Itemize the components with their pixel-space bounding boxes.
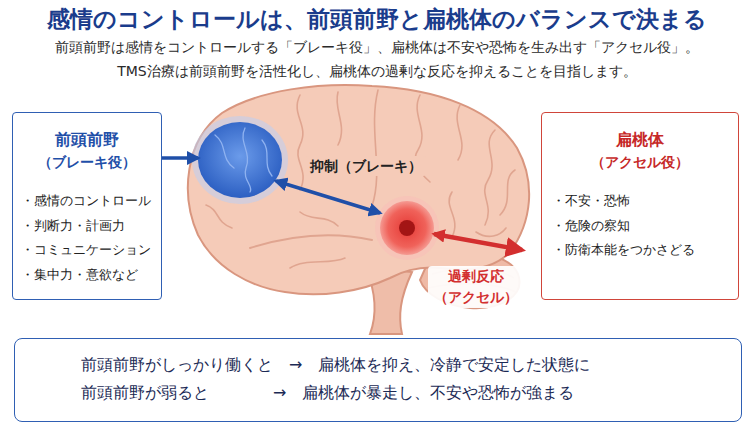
overreaction-arrow bbox=[434, 234, 522, 250]
bullet-item: ・防衛本能をつかさどる bbox=[552, 238, 728, 263]
inhibition-arrow bbox=[276, 181, 380, 213]
box-heading: 扁桃体 bbox=[552, 129, 728, 151]
subtitle-line: TMS治療は前頭前野を活性化し、扁桃体の過剰な反応を抑えることを目指します。 bbox=[0, 60, 754, 82]
gyrus-line bbox=[337, 92, 342, 145]
gyrus-line bbox=[485, 130, 495, 225]
bullet-item: ・判断力・計画力 bbox=[21, 214, 153, 239]
gyrus-line bbox=[457, 105, 462, 160]
prefrontal-halo bbox=[192, 116, 288, 204]
bullet-item: ・コミュニケーション bbox=[21, 238, 153, 263]
prefrontal-cortex-region bbox=[198, 122, 282, 198]
gyrus-line bbox=[476, 228, 506, 236]
amygdala-halo bbox=[375, 196, 439, 260]
gyrus-line bbox=[500, 170, 515, 215]
summary-line: 前頭前野がしっかり働くと → 扁桃体を抑え、冷静で安定した状態に bbox=[81, 351, 731, 379]
bullet-item: ・不安・恐怖 bbox=[552, 189, 728, 214]
gyrus-line bbox=[262, 140, 272, 176]
summary-line: 前頭前野が弱ると → 扁桃体が暴走し、不安や恐怖が強まる bbox=[81, 379, 731, 407]
lateral-fissure bbox=[250, 235, 372, 248]
box-heading: 前頭前野 bbox=[21, 129, 153, 151]
pointer-arrow bbox=[162, 156, 198, 160]
prefrontal-folds bbox=[215, 128, 272, 192]
bullet-item: ・感情のコントロール bbox=[21, 189, 153, 214]
summary-box: 前頭前野がしっかり働くと → 扁桃体を抑え、冷静で安定した状態に前頭前野が弱ると… bbox=[14, 338, 742, 422]
amygdala-region bbox=[380, 201, 434, 255]
central-sulcus bbox=[372, 90, 378, 206]
bullet-item: ・危険の察知 bbox=[552, 214, 728, 239]
cerebrum bbox=[188, 85, 529, 294]
gyrus-line bbox=[290, 258, 345, 268]
box-subheading: （アクセル役） bbox=[552, 151, 728, 173]
bullet-item: ・集中力・意欲など bbox=[21, 263, 153, 288]
role-box: 扁桃体（アクセル役） ・不安・恐怖・危険の察知・防衛本能をつかさどる bbox=[541, 112, 739, 300]
gyrus-line bbox=[449, 192, 455, 237]
subtitle-line: 前頭前野は感情をコントロールする「ブレーキ役」、扁桃体は不安や恐怖を生み出す「ア… bbox=[0, 36, 754, 58]
box-subheading: （ブレーキ役） bbox=[21, 151, 153, 173]
page-title: 感情のコントロールは、前頭前野と扁桃体のバランスで決まる bbox=[0, 4, 754, 34]
gyrus-line bbox=[215, 135, 234, 168]
arrow-label: 過剰反応 （アクセル） bbox=[428, 266, 524, 308]
arrow-label: 抑制（ブレーキ） bbox=[306, 156, 426, 176]
gyrus-line bbox=[300, 212, 338, 226]
amygdala-core bbox=[399, 220, 415, 236]
gyrus-line bbox=[206, 205, 232, 228]
role-box: 前頭前野（ブレーキ役） ・感情のコントロール・判断力・計画力・コミュニケーション・… bbox=[12, 112, 162, 300]
gyrus-line bbox=[243, 128, 251, 192]
gyrus-line bbox=[297, 95, 303, 190]
